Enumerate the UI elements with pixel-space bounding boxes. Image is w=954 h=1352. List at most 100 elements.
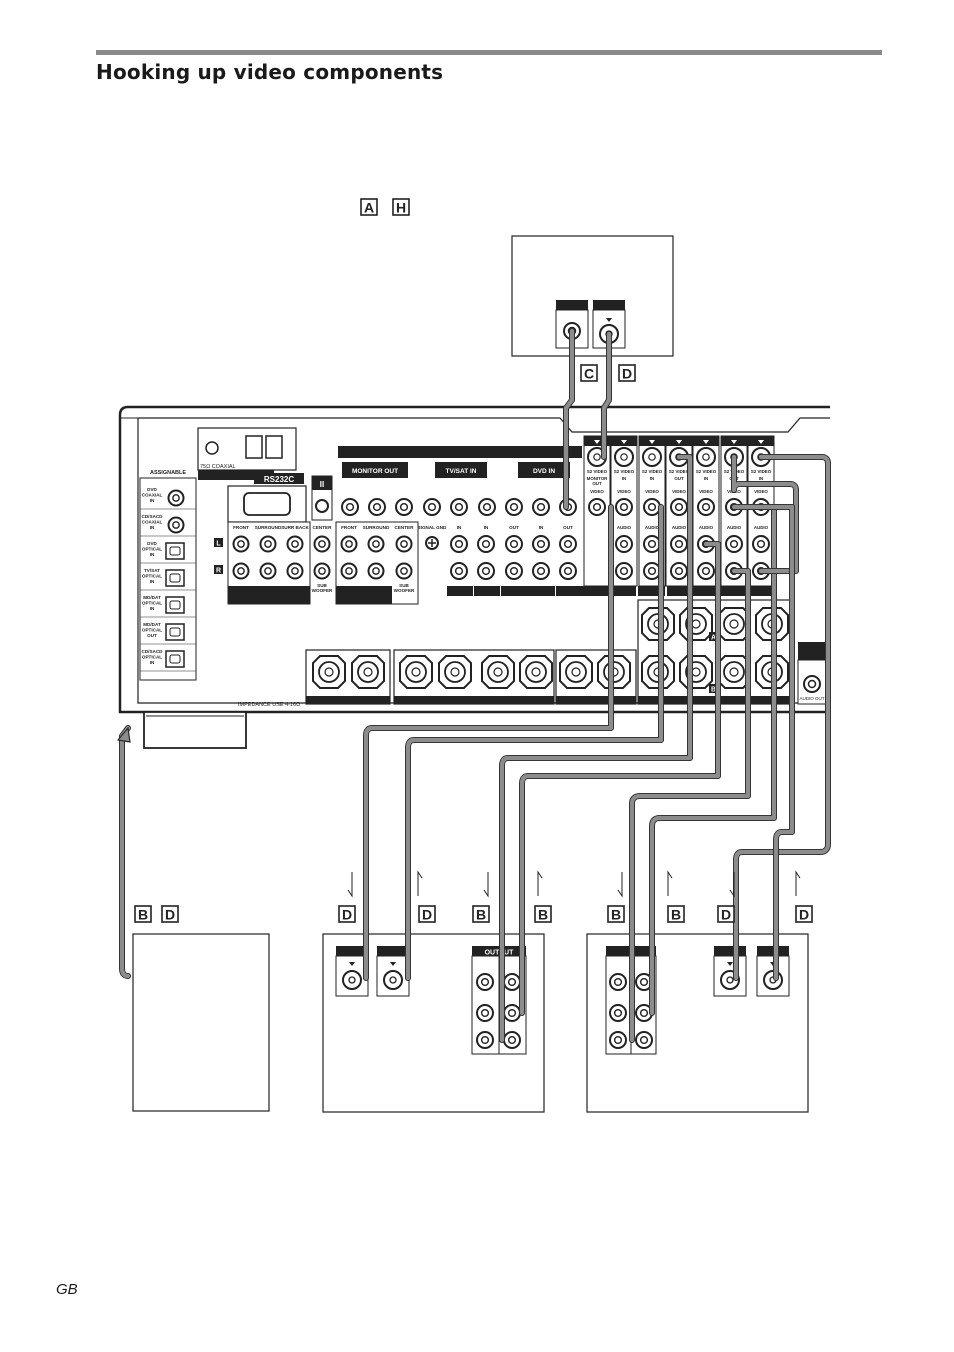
digital-input-label: IN [150,498,155,503]
audio-jack [505,562,523,580]
audio-label: AUDIO [672,525,687,530]
rs232c-label: RS232C [264,475,294,484]
ir-label: II [320,480,324,489]
badge-B: B [667,905,685,923]
cable-10 [731,504,795,981]
badge-C: C [580,364,598,382]
s-video-column-label: MONITOR [587,476,608,481]
left-cable-arrowhead [116,726,131,743]
cable-2 [363,504,614,981]
device-input-jack [609,1031,627,1049]
digital-input-label: CD/SACD [142,514,164,519]
digital-input-label: DVD [147,541,157,546]
digital-input-label: MD/DAT [143,595,161,600]
badge-letter: B [611,907,621,923]
audio-jack [752,535,770,553]
digital-input-label: COAXIAL [142,493,163,498]
badge-letter: A [364,200,374,216]
video-jack [615,498,633,516]
audio-jack [643,562,661,580]
video-jack [670,498,688,516]
badge-A: A [360,198,378,216]
device-output-jack [503,1031,521,1049]
badge-letter: B [476,907,486,923]
device-input-jack [635,1004,653,1022]
speaker-terminal [399,655,433,689]
digital-input-label: IN [150,660,155,665]
badge-letter: D [799,907,809,923]
middle-video-device: OUTPUT [322,933,545,1113]
audio-jack [615,535,633,553]
up-arrow [537,870,543,896]
digital-input-label: OUT [147,633,157,638]
badge-B: B [472,905,490,923]
ir-repeater-jack: II [311,475,333,521]
video-jack [478,498,496,516]
badge-letter: C [584,366,594,382]
s-video-header: S2 VIDEO [669,469,690,474]
sub-woofer-jack [395,562,413,580]
video-jack [643,498,661,516]
speaker-terminal [351,655,385,689]
video-label: VIDEO [672,489,686,494]
page-footer-gb: GB [56,1281,78,1298]
video-jack [341,498,359,516]
digital-input-label: OPTICAL [142,547,162,552]
digital-input-label: COAXIAL [142,520,163,525]
speaker-terminal [481,655,515,689]
audio-jack [532,535,550,553]
pre-out-jack [286,535,304,553]
badge-B: B [607,905,625,923]
audio-jack [615,562,633,580]
badge-letter: D [622,366,632,382]
group-label: MONITOR OUT [352,468,398,475]
group-label: DVD IN [533,468,555,475]
audio-jack [477,562,495,580]
audio-jack [477,535,495,553]
header-rule [96,50,882,55]
audio-out-label: AUDIO OUT [799,696,824,701]
s-video-header: S2 VIDEO [696,469,717,474]
badge-D: D [338,905,356,923]
badge-D: D [717,905,735,923]
tv-monitor-device [511,235,674,357]
sub-woofer-label: SUB [317,583,327,588]
pre-out-a-label: SURROUND [255,525,282,530]
badge-D: D [795,905,813,923]
speaker-terminal [559,655,593,689]
digital-input-label: IN [150,552,155,557]
pre-out-jack [259,562,277,580]
device-output-jack [476,973,494,991]
video-jack [368,498,386,516]
badge-D: D [418,905,436,923]
audio-jack [725,535,743,553]
pre-out-a-label: FRONT [233,525,249,530]
speaker-b-mark: B [711,687,716,694]
video-jack [505,498,523,516]
badge-H: H [392,198,410,216]
digital-input-label: OPTICAL [142,628,162,633]
s-video-column-label: IN [622,476,626,481]
audio-jack [670,562,688,580]
badge-B: B [534,905,552,923]
cable-7 [649,504,777,1016]
cable-0 [563,328,575,510]
s-video-jack-2 [642,447,662,467]
right-channel-mark: R [216,568,221,575]
s-video-header: S2 VIDEO [751,469,772,474]
assignable-label: ASSIGNABLE [150,470,186,476]
s-video-column-label: IN [650,476,654,481]
cable-9 [733,454,831,981]
device-output-jack [503,973,521,991]
sub-woofer-jack [313,562,331,580]
left-device [132,933,270,1112]
audio-io-label: IN [539,525,544,530]
audio-label: AUDIO [699,525,714,530]
pre-out-b-label: CENTER [395,525,415,530]
